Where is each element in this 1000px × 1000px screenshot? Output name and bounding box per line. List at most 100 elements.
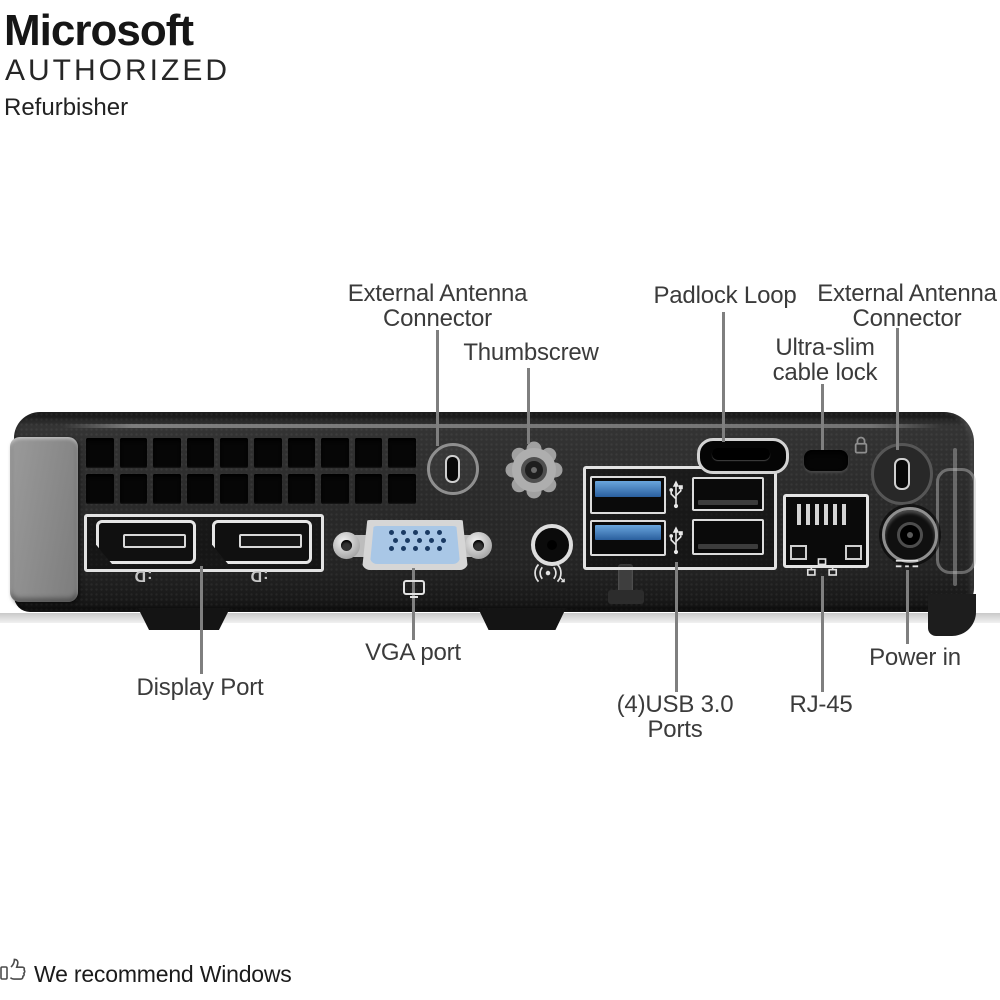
vga-pin	[424, 546, 430, 551]
vga-pin	[424, 530, 430, 535]
padlock-slot	[712, 448, 770, 460]
usb-trident-icon	[669, 480, 683, 509]
callout-line-thumbscrew	[527, 368, 530, 444]
callout-line-antenna-left	[436, 330, 439, 446]
vga-screw-ear-left	[333, 532, 360, 559]
usb-tongue	[698, 544, 758, 549]
vent-hole	[254, 474, 282, 504]
label-rj45: RJ-45	[789, 691, 853, 718]
vga-pin	[428, 538, 434, 543]
displayport-1	[96, 520, 196, 564]
vent-hole	[287, 438, 316, 468]
usb3-blue-tongue	[595, 481, 661, 497]
vent-hole	[220, 474, 248, 504]
vga-pin	[412, 530, 418, 535]
vent-hole	[186, 438, 215, 468]
vga-pin	[416, 538, 422, 543]
rubber-foot	[478, 608, 566, 630]
vga-pin-row	[370, 546, 460, 551]
vga-pin	[388, 546, 394, 551]
rubber-foot	[138, 608, 230, 630]
cable-lock-slot	[804, 450, 848, 471]
label-antenna-connector-right: External Antenna Connector	[817, 280, 997, 332]
usb3-blue-tongue	[595, 525, 661, 540]
vga-pin	[392, 538, 398, 543]
vga-pin	[400, 530, 406, 535]
usb-trident-icon	[669, 526, 683, 555]
label-power-in: Power in	[869, 644, 961, 671]
audio-line-out-icon	[534, 563, 565, 583]
callout-line-padlock-loop	[722, 312, 725, 442]
callout-line-antenna-right	[896, 328, 899, 450]
callout-line-display-port	[200, 566, 203, 674]
thumbs-up-windows-icon	[0, 958, 26, 980]
audio-jack	[531, 524, 573, 566]
chassis-right-highlight	[953, 448, 957, 586]
vent-hole	[186, 474, 215, 504]
screw-hole	[341, 540, 352, 551]
rj45-pins	[797, 504, 849, 525]
vga-pin	[404, 538, 410, 543]
lock-icon	[854, 436, 868, 454]
thumbscrew-icon	[505, 441, 563, 499]
power-pin	[907, 532, 913, 538]
vent-hole	[321, 438, 349, 468]
displayport-tongue	[123, 534, 186, 548]
vent-hole	[254, 438, 282, 468]
chassis-corner-foot	[928, 594, 976, 636]
label-antenna-connector-left: External Antenna Connector	[347, 280, 528, 332]
antenna-knockout-left	[427, 443, 479, 495]
usb-latch-hook	[608, 564, 644, 606]
vga-pin	[412, 546, 418, 551]
microsoft-logo-text: Microsoft	[4, 6, 194, 55]
vga-pin	[436, 530, 442, 535]
vga-pin	[436, 546, 442, 551]
rj45-tab	[790, 545, 807, 560]
we-recommend-windows-text: We recommend Windows	[34, 961, 292, 987]
vent-hole	[388, 474, 416, 504]
usb-tongue	[698, 500, 758, 505]
jack-hole	[547, 540, 557, 550]
latch-bar	[618, 564, 633, 598]
vent-hole	[119, 474, 148, 504]
vent-hole	[153, 474, 181, 504]
vent-hole	[119, 438, 148, 468]
authorized-text: AUTHORIZED	[5, 54, 230, 87]
usb-port-4	[692, 519, 764, 555]
displayport-logo: :D	[249, 567, 269, 584]
callout-line-usb	[675, 562, 678, 692]
vent-hole	[86, 474, 114, 504]
vga-pin	[388, 530, 394, 535]
vga-pin	[400, 546, 406, 551]
usb-port-2	[692, 477, 764, 511]
displayport-tongue	[239, 534, 302, 548]
vent-hole	[388, 438, 416, 468]
screw-hole	[473, 540, 484, 551]
vga-screw-ear-right	[465, 532, 492, 559]
vga-pin	[440, 538, 446, 543]
antenna-slot	[445, 455, 460, 483]
vent-hole	[86, 438, 114, 468]
callout-line-power	[906, 570, 909, 644]
label-usb-ports: (4)USB 3.0 Ports	[616, 691, 734, 743]
latch-foot	[608, 590, 644, 604]
vent-grille	[86, 438, 416, 504]
callout-line-cable-lock	[821, 384, 824, 450]
callout-line-vga	[412, 568, 415, 640]
padlock-loop	[697, 438, 789, 474]
antenna-slot	[894, 458, 910, 490]
label-cable-lock: Ultra-slim cable lock	[772, 334, 878, 386]
label-vga-port: VGA port	[365, 639, 461, 666]
refurbisher-text: Refurbisher	[4, 94, 129, 121]
dc-power-icon	[895, 559, 919, 568]
vga-port	[370, 526, 460, 564]
vent-hole	[321, 474, 349, 504]
displayport-logo: :D	[133, 567, 153, 584]
usb3-port-1	[590, 476, 666, 514]
callout-line-rj45	[821, 576, 824, 692]
chassis-top-highlight	[62, 424, 942, 428]
usb3-port-3	[590, 520, 666, 556]
vga-pin-row	[370, 530, 460, 535]
power-in-connector	[882, 507, 938, 563]
